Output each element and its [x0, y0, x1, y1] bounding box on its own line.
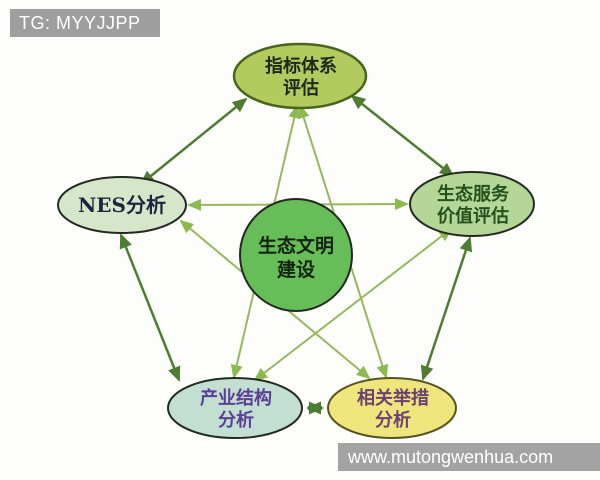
watermark-top-left: TG: MYYJJPP [10, 9, 160, 37]
node-bottom-left-label-line1: 产业结构 [200, 387, 272, 409]
arrow-right-to-bottomleft [253, 227, 453, 382]
node-center-label-line2: 建设 [277, 258, 315, 281]
node-center-label-line1: 生态文明 [258, 234, 334, 257]
watermark-bottom-right: www.mutongwenhua.com [338, 443, 600, 471]
node-bottom-right-label-line2: 分析 [375, 409, 411, 431]
node-top-label-line1: 指标体系 [265, 55, 337, 77]
node-bottom-left-ellipse [167, 377, 303, 439]
node-bottom-right-label-line1: 相关举措 [357, 387, 429, 409]
node-bottom-right-ellipse [327, 377, 457, 439]
arrow-top-to-left [139, 97, 248, 186]
node-left-label: NES分析 [78, 193, 166, 217]
node-top-ellipse [232, 42, 368, 110]
node-top-label-line2: 评估 [283, 77, 319, 99]
node-right-label-line2: 价值评估 [437, 205, 509, 227]
arrow-right-to-bottomright [420, 236, 473, 381]
node-right-label-line1: 生态服务 [437, 183, 510, 205]
node-center-circle [239, 198, 353, 312]
node-bottom-left-label-line2: 分析 [218, 409, 254, 431]
arrow-left-to-bottomleft [119, 233, 181, 382]
arrow-top-to-right [350, 94, 455, 178]
node-left-ellipse [57, 176, 187, 234]
node-right-ellipse [409, 171, 535, 237]
